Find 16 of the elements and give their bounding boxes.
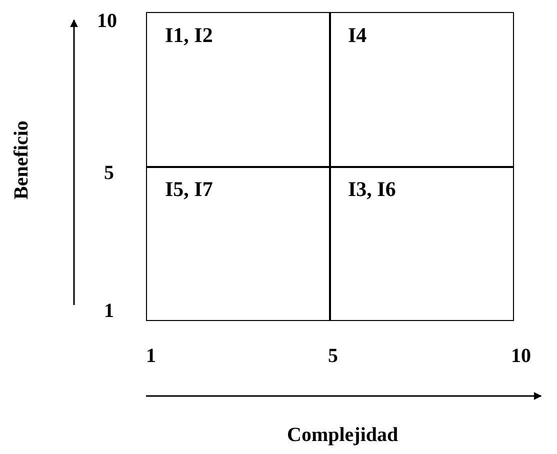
quadrant-label: I4 (348, 23, 367, 48)
axis-title: Complejidad (287, 424, 398, 447)
quadrant-label: I5, I7 (165, 177, 213, 202)
tick-label: 1 (104, 300, 114, 323)
tick-label: 1 (146, 345, 156, 368)
quadrant-box (329, 166, 514, 321)
tick-label: 5 (328, 345, 338, 368)
quadrant-label: I3, I6 (348, 177, 396, 202)
quadrant-box (146, 12, 331, 168)
quadrant-box (329, 12, 514, 168)
quadrant-box (146, 166, 331, 321)
tick-label: 10 (97, 10, 117, 33)
tick-label: 10 (511, 345, 531, 368)
tick-label: 5 (104, 162, 114, 185)
axis-title: Beneficio (10, 120, 34, 200)
quadrant-label: I1, I2 (165, 23, 213, 48)
